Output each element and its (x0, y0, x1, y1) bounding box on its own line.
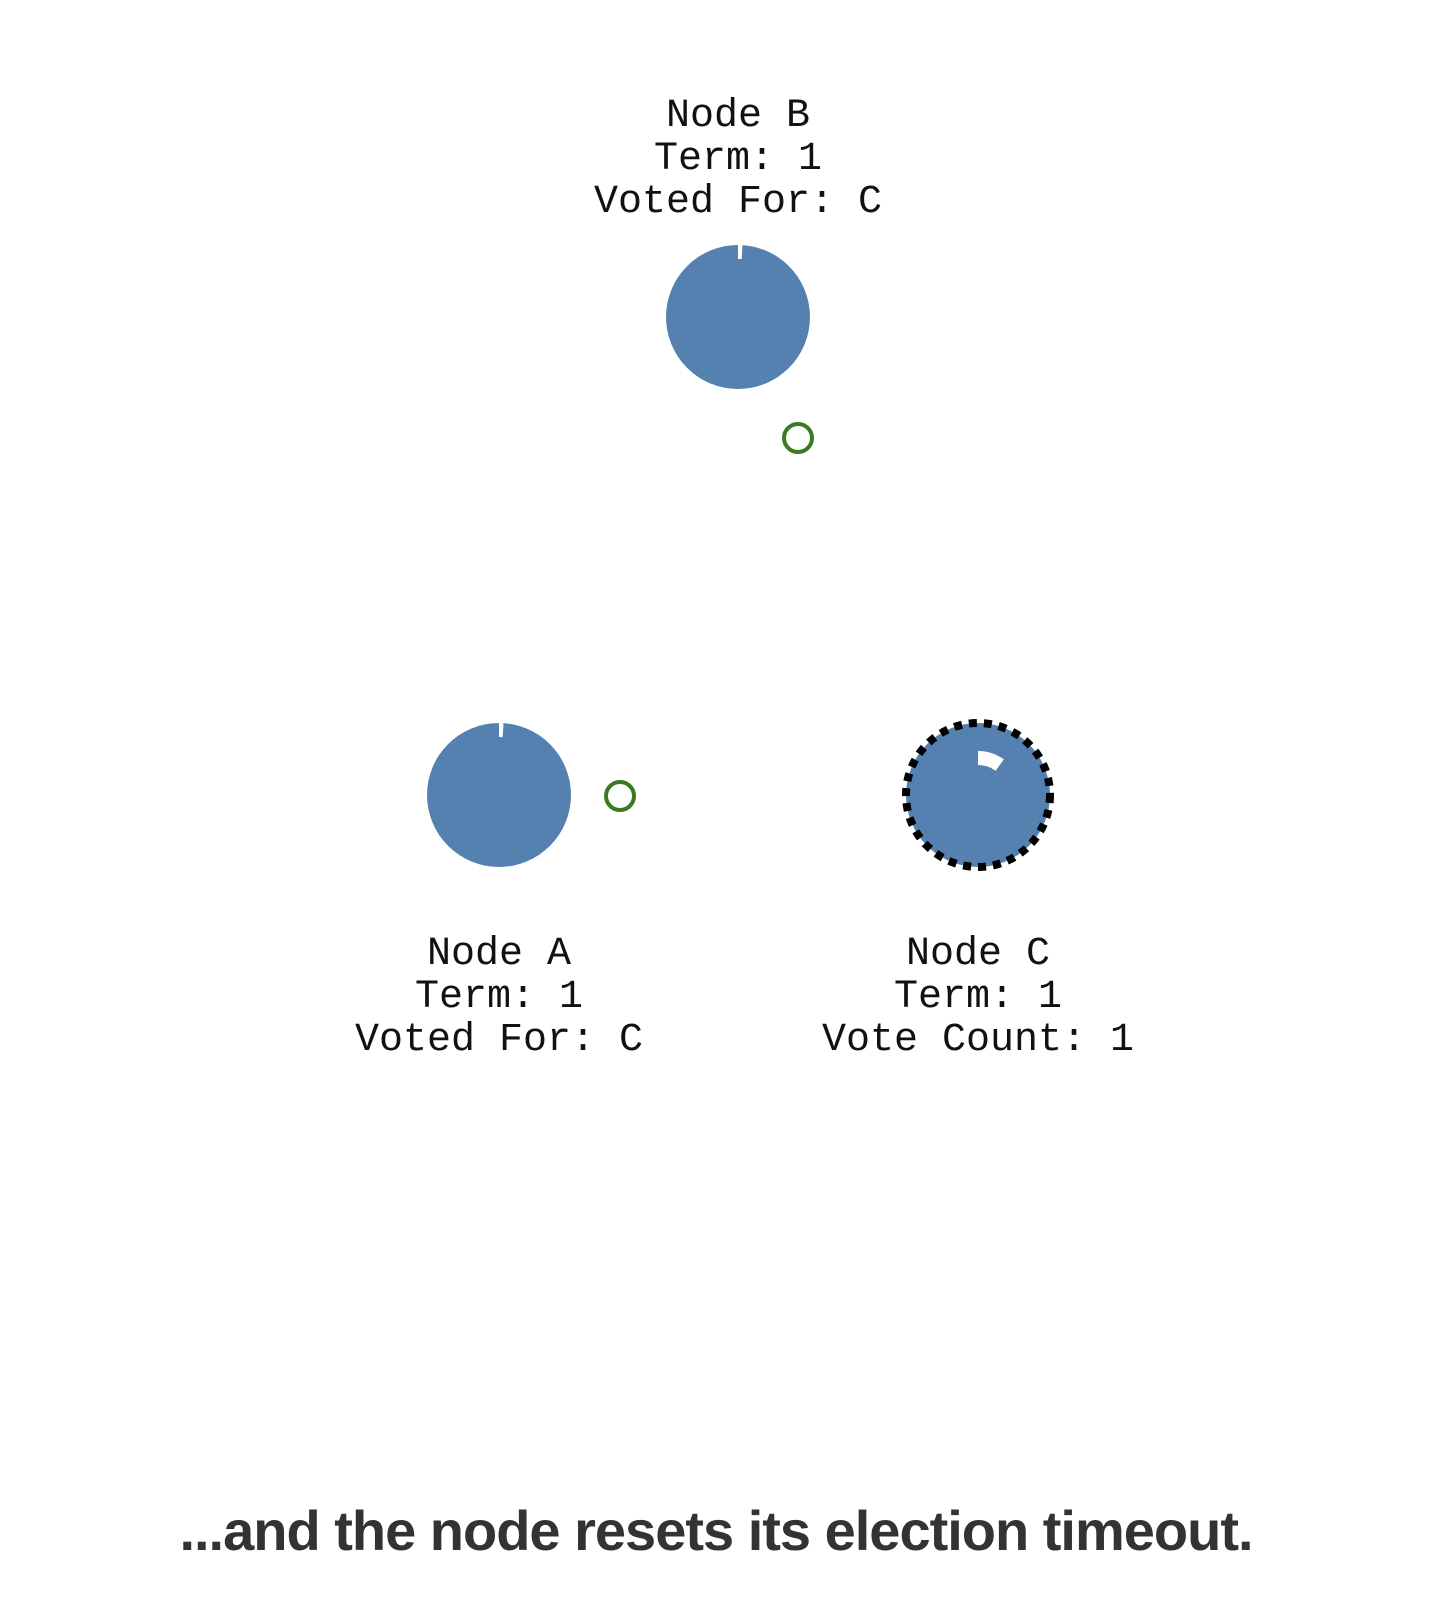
caption: ...and the node resets its election time… (179, 1499, 1253, 1562)
node-b[interactable]: Node B Term: 1 Voted For: C (594, 94, 882, 389)
vote-response-message-from-b (782, 422, 814, 454)
node-a[interactable]: Node A Term: 1 Voted For: C (355, 723, 643, 1063)
node-b-name: Node B (666, 94, 810, 139)
node-a-term: Term: 1 (415, 975, 583, 1020)
node-b-circle (666, 245, 810, 389)
node-c[interactable]: Node C Term: 1 Vote Count: 1 (822, 719, 1134, 1063)
node-c-candidate-border (902, 719, 1054, 871)
node-b-election-timeout-arc (738, 245, 743, 260)
node-b-voted-for: Voted For: C (594, 180, 882, 225)
node-c-name: Node C (906, 932, 1050, 977)
node-a-election-timeout-arc (499, 723, 504, 738)
node-c-election-timeout-arc (978, 751, 1004, 771)
node-a-name: Node A (427, 932, 571, 977)
node-a-voted-for: Voted For: C (355, 1018, 643, 1063)
node-c-term: Term: 1 (894, 975, 1062, 1020)
node-c-circle (906, 723, 1050, 867)
vote-response-message-from-a (604, 780, 636, 812)
node-c-vote-count: Vote Count: 1 (822, 1018, 1134, 1063)
node-b-term: Term: 1 (654, 137, 822, 182)
node-a-circle (427, 723, 571, 867)
